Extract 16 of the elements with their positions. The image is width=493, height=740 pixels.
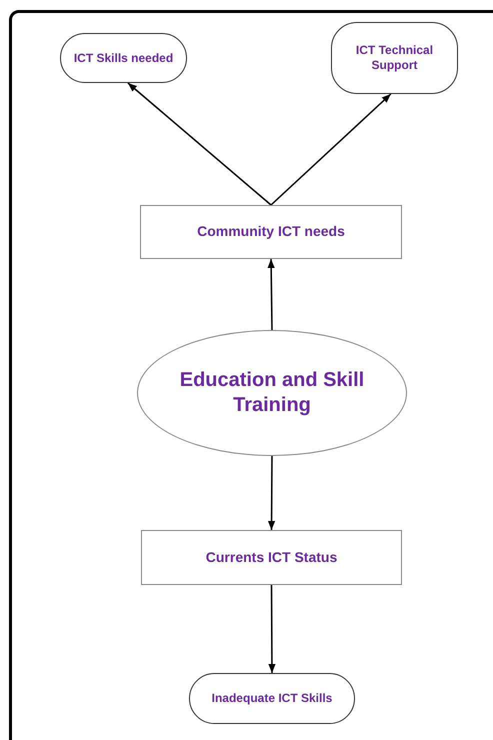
arrow xyxy=(127,82,272,206)
node-label: Currents ICT Status xyxy=(206,548,338,566)
node-label: ICT Skills needed xyxy=(74,50,174,66)
process-box xyxy=(140,205,402,259)
arrow xyxy=(268,585,276,673)
terminal-pill xyxy=(331,22,458,94)
arrow xyxy=(270,93,392,206)
node-label: Education and Skill Training xyxy=(178,368,366,418)
node-label: ICT Technical Support xyxy=(354,43,434,73)
arrow xyxy=(268,258,275,330)
process-box xyxy=(141,530,402,585)
terminal-pill xyxy=(60,33,187,83)
arrow xyxy=(268,456,276,530)
terminal-pill xyxy=(189,673,355,724)
node-label: Inadequate ICT Skills xyxy=(212,691,332,706)
node-label: Community ICT needs xyxy=(197,223,345,241)
